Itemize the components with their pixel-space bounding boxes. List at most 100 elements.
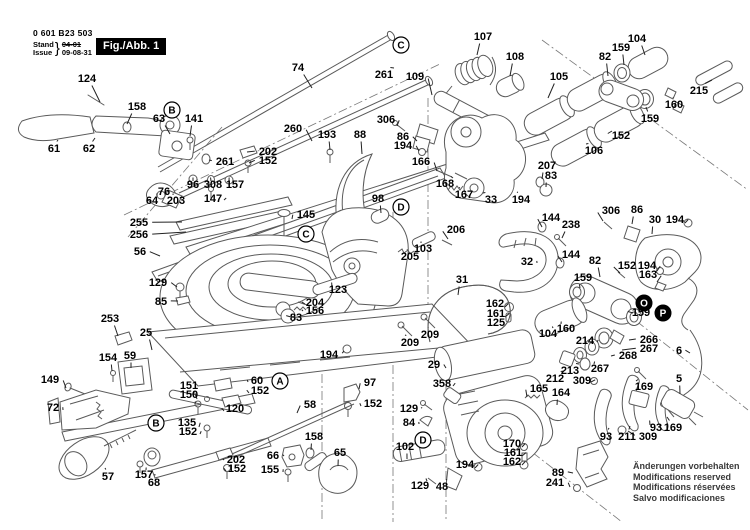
leader-194	[474, 464, 479, 469]
part-label-48: 48	[436, 481, 448, 493]
part-label-168: 168	[436, 178, 454, 190]
part-label-89: 89	[552, 467, 564, 479]
part-label-238: 238	[562, 219, 580, 231]
part-label-105: 105	[550, 71, 568, 83]
part-label-166: 166	[412, 156, 430, 168]
leader-109	[427, 78, 433, 96]
part-label-151: 151	[180, 380, 198, 392]
part-label-83: 83	[290, 312, 302, 324]
part-label-194: 194	[320, 349, 339, 361]
footer-line-en: Modifications reserved	[633, 471, 732, 482]
part-label-158: 158	[305, 431, 323, 443]
part-label-152: 152	[251, 385, 269, 397]
leader-144	[537, 218, 543, 228]
part-label-309: 309	[573, 375, 591, 387]
leader-152	[248, 159, 256, 164]
footer-line-es: Salvo modificaciones	[633, 492, 726, 503]
part-label-202: 202	[259, 146, 277, 158]
leader-62	[92, 137, 96, 142]
part-label-165: 165	[530, 383, 548, 395]
leader-202	[222, 458, 225, 461]
part-label-82: 82	[589, 255, 601, 267]
leader-66	[282, 454, 285, 457]
part-label-162: 162	[486, 298, 504, 310]
callout-B: B	[163, 101, 181, 119]
part-label-268: 268	[619, 350, 637, 362]
leader-105	[547, 83, 555, 99]
footer-line-de: Änderungen vorbehalten	[633, 461, 740, 471]
leader-306	[597, 212, 604, 222]
svg-text:D: D	[419, 436, 426, 447]
part-label-161: 161	[487, 308, 505, 320]
callout-O: O	[635, 294, 653, 312]
leader-33	[482, 192, 486, 194]
part-label-194: 194	[638, 260, 657, 272]
part-label-164: 164	[552, 387, 571, 399]
part-label-29: 29	[428, 359, 440, 371]
part-label-57: 57	[102, 471, 114, 483]
part-label-129: 129	[149, 277, 167, 289]
leader-25	[149, 339, 153, 351]
part-label-96: 96	[187, 179, 199, 191]
leader-194	[684, 219, 689, 224]
leader-97	[358, 383, 361, 390]
leader-194	[516, 191, 519, 193]
part-label-152: 152	[228, 463, 246, 475]
callout-C: C	[297, 225, 315, 243]
part-label-84: 84	[403, 417, 416, 429]
svg-text:B: B	[152, 419, 159, 430]
svg-text:D: D	[397, 203, 404, 214]
leader-152	[199, 431, 202, 435]
part-label-107: 107	[474, 31, 492, 43]
part-label-82: 82	[599, 51, 611, 63]
part-label-306: 306	[377, 114, 395, 126]
stand-value: 04-01	[61, 39, 82, 49]
leader-207	[541, 172, 544, 180]
part-label-74: 74	[292, 62, 305, 74]
callout-A: A	[271, 372, 289, 390]
part-label-145: 145	[297, 209, 315, 221]
part-label-203: 203	[167, 195, 185, 207]
leader-209	[404, 334, 407, 336]
part-label-261: 261	[216, 156, 234, 168]
part-label-159: 159	[612, 42, 630, 54]
motor-bracket	[392, 114, 526, 204]
leader-108	[509, 63, 513, 77]
leader-156	[301, 309, 304, 312]
power-cord	[660, 329, 704, 426]
leader-267	[593, 361, 596, 365]
part-label-163: 163	[639, 269, 657, 281]
leader-161	[521, 452, 527, 457]
part-label-62: 62	[83, 143, 95, 155]
part-label-103: 103	[414, 243, 432, 255]
leader-159	[622, 54, 625, 66]
part-label-154: 154	[99, 352, 118, 364]
leader-152	[359, 403, 362, 407]
leader-163	[656, 275, 662, 283]
part-label-169: 169	[635, 381, 653, 393]
part-label-159: 159	[641, 113, 659, 125]
leader-31	[457, 286, 460, 296]
leader-238	[561, 231, 566, 239]
part-label-156: 156	[306, 305, 324, 317]
leader-206	[442, 231, 449, 240]
part-label-157: 157	[226, 179, 244, 191]
part-number: 0 601 B23 503	[33, 28, 93, 38]
part-label-214: 214	[576, 335, 595, 347]
part-label-212: 212	[546, 373, 564, 385]
part-label-147: 147	[204, 193, 222, 205]
part-label-102: 102	[396, 441, 414, 453]
part-label-194: 194	[512, 194, 531, 206]
part-label-30: 30	[649, 214, 661, 226]
callout-C: C	[392, 36, 410, 54]
part-label-63: 63	[153, 113, 165, 125]
leader-161	[504, 313, 510, 318]
dust-chute	[573, 440, 609, 492]
part-label-309: 309	[639, 431, 657, 443]
part-label-124: 124	[78, 73, 97, 85]
part-label-97: 97	[364, 377, 376, 389]
leader-120	[221, 407, 225, 412]
leader-48	[445, 479, 448, 481]
